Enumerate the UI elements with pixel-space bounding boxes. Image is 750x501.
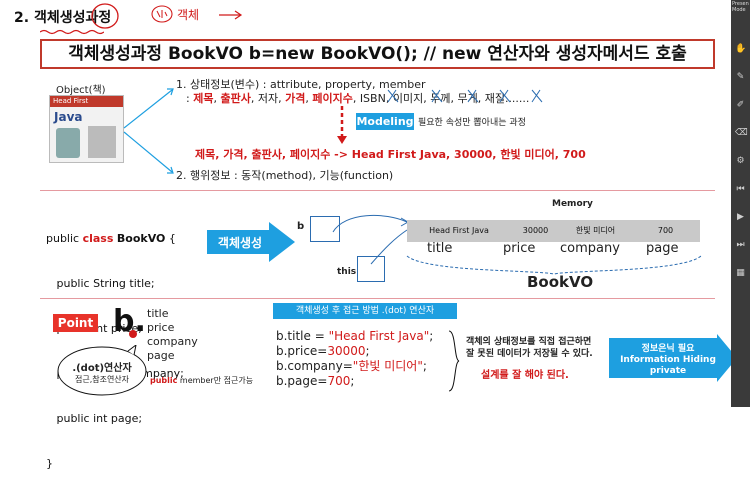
memory-object-name: BookVO [527, 273, 594, 291]
branch-arrows [123, 88, 174, 174]
access-brace [448, 330, 460, 392]
point-badge: Point [53, 314, 98, 332]
first-slide-icon[interactable]: ⏮ [736, 184, 745, 194]
ref-b-box [310, 216, 340, 242]
memory-cell-price: 30000 [511, 220, 561, 242]
dot-operator-label: .(dot)연산자 [72, 363, 132, 374]
handwritten-arrow-icon [219, 10, 243, 20]
info-hiding-line-3: private [649, 366, 687, 376]
memory-field-names: title price company page [407, 241, 700, 257]
member-price: price [147, 321, 175, 334]
memory-cell-company: 한빛 미디어 [560, 220, 632, 242]
member-list: title price company page [147, 307, 198, 363]
attr-isbn: ISBN [359, 92, 386, 105]
pen-icon[interactable]: ✎ [736, 72, 745, 82]
info-hiding-line-2: Information Hiding [620, 355, 716, 365]
field-company: company [560, 241, 620, 256]
ref-this-label: this [337, 267, 357, 277]
class-name: BookVO [116, 232, 166, 245]
divider-2 [40, 298, 715, 299]
attr-author: 저자 [257, 92, 279, 105]
info-hiding-text: 정보은닉 필요 Information Hiding private [613, 344, 723, 377]
handwritten-mark [151, 5, 173, 23]
access-line-title: b.title = "Head First Java"; [276, 329, 434, 343]
code-line-6: } [46, 457, 53, 470]
state-info-title: 1. 상태정보(변수) : attribute, property, membe… [176, 78, 426, 91]
presenter-toolbar: Presen Mode ✋ ✎ ✐ ⌫ ⚙ ⏮ ▶ ⏭ ▦ [731, 0, 750, 407]
dot-operator-bubble [57, 345, 147, 396]
code-line-5: public int page; [46, 412, 143, 425]
modeling-description: 필요한 속성만 뽑아내는 과정 [418, 118, 526, 128]
access-note: 객체의 상태정보를 직접 접근하면 잘 못된 데이터가 저장될 수 있다. [466, 337, 593, 359]
code-line-1: public class BookVO { [46, 232, 176, 245]
dot-marker [129, 330, 137, 338]
public-note-rest: member만 접근가능 [177, 376, 254, 385]
book-illustration-2 [88, 126, 116, 158]
access-title: 객체생성 후 접근 방법 .(dot) 연산자 [273, 303, 457, 319]
book-illustration [56, 128, 80, 158]
attr-pages: 페이지수 [312, 92, 353, 105]
modeling-badge: Modeling [356, 113, 414, 130]
create-object-label: 객체생성 [217, 236, 263, 250]
access-line-price: b.price=30000; [276, 344, 370, 358]
member-company: company [147, 335, 198, 348]
toolbar-label: Presen Mode [732, 1, 749, 13]
public-note: public member만 접근가능 [150, 375, 253, 386]
member-title: title [147, 307, 169, 320]
access-code: b.title = "Head First Java"; b.price=300… [276, 329, 433, 389]
banner-title: 객체생성과정 BookVO b=new BookVO(); // new 연산자… [40, 39, 715, 69]
class-keyword: class [82, 232, 114, 245]
ref-this-box [357, 256, 385, 282]
memory-label: Memory [552, 199, 593, 209]
field-price: price [503, 241, 536, 256]
book-title: Java [54, 110, 83, 124]
memory-cell-page: 700 [631, 220, 700, 242]
field-page: page [646, 241, 679, 256]
last-slide-icon[interactable]: ⏭ [736, 240, 745, 250]
info-hiding-line-1: 정보은닉 필요 [641, 344, 695, 354]
heading-number: 2. [14, 10, 30, 26]
behavior-info: 2. 행위정보 : 동작(method), 기능(function) [176, 169, 394, 182]
reference-arrows [332, 214, 410, 265]
attr-thickness: 두께 [430, 92, 451, 105]
attr-title: 제목 [193, 92, 214, 105]
settings-icon[interactable]: ⚙ [736, 156, 745, 166]
attr-publisher: 출판사 [220, 92, 251, 105]
public-keyword: public [150, 376, 178, 385]
strike-marks [387, 89, 543, 103]
modeling-result: 제목, 가격, 출판사, 페이지수 -> Head First Java, 30… [195, 148, 586, 161]
attr-image: 이미지 [392, 92, 424, 105]
create-object-arrow [207, 222, 295, 262]
highlighter-icon[interactable]: ✐ [736, 100, 745, 110]
access-line-company: b.company="한빛 미디어"; [276, 359, 427, 373]
divider-1 [40, 190, 715, 191]
circle-annotation [91, 3, 119, 29]
field-title: title [427, 241, 453, 256]
slide: 2. 객체생성과정 객체 객체생성과정 BookVO b=new BookVO(… [14, 3, 737, 470]
attr-price: 가격 [285, 92, 306, 105]
ref-b-label: b [297, 221, 305, 232]
info-hiding-arrow [609, 334, 737, 382]
handwritten-annotation: 객체 [177, 8, 200, 22]
member-page: page [147, 349, 175, 362]
memory-cell-title: Head First Java [407, 220, 512, 242]
squiggle-underline [40, 29, 104, 35]
design-warning: 설계를 잘 해야 된다. [481, 370, 569, 381]
modeling-down-arrow [337, 106, 347, 144]
play-icon[interactable]: ▶ [737, 212, 744, 222]
dot-operator-sub: 접근,참조연산자 [74, 375, 130, 384]
grid-icon[interactable]: ▦ [736, 268, 745, 278]
eraser-icon[interactable]: ⌫ [735, 128, 748, 138]
access-line-page: b.page=700; [276, 374, 355, 388]
pointer-icon[interactable]: ✋ [735, 44, 747, 54]
book-cover-image: Head First Java [49, 95, 124, 163]
object-label: Object(책) [56, 85, 106, 96]
memory-block: Head First Java 30000 한빛 미디어 700 [407, 220, 700, 242]
book-brand: Head First [50, 96, 123, 107]
code-line-2: public String title; [46, 277, 155, 290]
